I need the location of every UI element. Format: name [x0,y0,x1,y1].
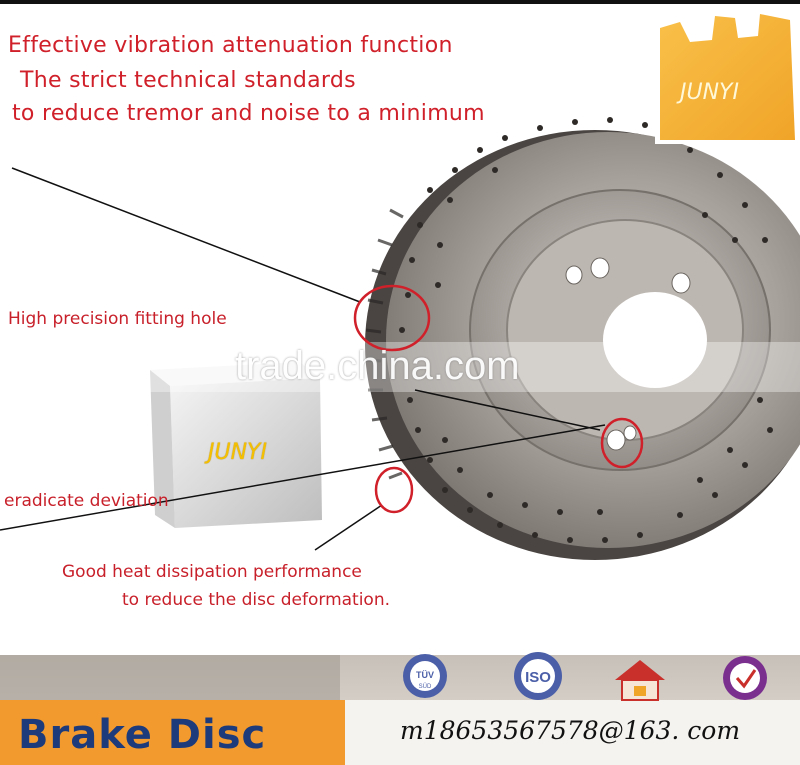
headline-line-2: The strict technical standards [20,68,356,93]
contact-email: m18653567578@163. com [400,716,741,745]
email-bg [345,700,800,765]
iso-badge-text: ISO [525,669,551,686]
callout-lines [0,167,606,551]
junyi-tag [655,14,798,144]
headline-line-3: to reduce tremor and noise to a minimum [12,101,485,126]
callout-fitting-hole: High precision fitting hole [8,309,227,329]
top-border [0,0,800,4]
brake-disc-label-bg [0,700,345,765]
watermark-text: trade.china.com [235,344,520,388]
headline-line-1: Effective vibration attenuation function [8,33,453,58]
tuv-badge-subtext: SÜD [419,683,432,690]
callout-heat-line-2: to reduce the disc deformation. [122,590,391,610]
brake-disc [365,117,800,560]
house-badge-icon [615,660,665,701]
highlight-circles [353,284,644,514]
tuv-badge-icon: TÜV SÜD [403,654,447,698]
callout-heat-line-1: Good heat dissipation performance [62,562,362,582]
watermark-band [145,342,800,392]
check-badge-icon [723,656,767,700]
iso-badge-icon: ISO [514,652,562,700]
junyi-block [150,362,322,528]
tuv-badge-text: TÜV [416,670,434,680]
product-label: Brake Disc [18,712,267,758]
junyi-box-text: JUNYI [208,440,267,465]
junyi-tag-text: JUNYI [680,80,739,105]
callout-deviation: eradicate deviation [4,491,169,511]
